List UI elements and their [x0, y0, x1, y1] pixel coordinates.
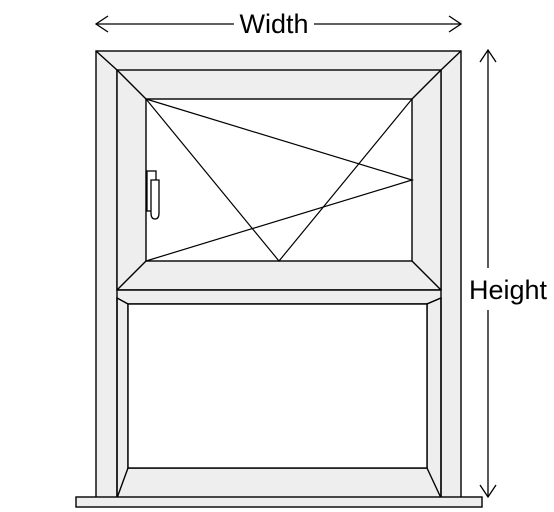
- bottom-sash: [116, 296, 442, 499]
- handle-lever: [150, 179, 160, 220]
- width-arrowhead-right: [448, 15, 463, 33]
- turn-indicator: [145, 98, 415, 262]
- bottom-corner-br: [426, 467, 442, 499]
- top-sash-corner-tr: [411, 69, 442, 100]
- frame-corner-top-right: [440, 50, 462, 71]
- height-label: Height: [469, 275, 548, 305]
- window-sill: [75, 496, 483, 508]
- tilt-indicator: [145, 98, 413, 262]
- handle-icon: [146, 170, 160, 220]
- opening-indicators: [145, 98, 415, 262]
- width-dimension: [94, 15, 463, 33]
- height-arrowhead-top: [479, 48, 497, 63]
- top-sash-glass: [145, 98, 413, 262]
- top-sash: [116, 69, 442, 291]
- width-label: Width: [239, 9, 308, 39]
- top-sash-corner-tl: [116, 69, 147, 100]
- top-sash-corner-bl: [116, 260, 147, 291]
- top-sash-corner-br: [411, 260, 442, 291]
- bottom-glass: [127, 303, 428, 469]
- height-arrowhead-bottom: [479, 484, 497, 499]
- width-arrowhead-left: [94, 15, 109, 33]
- height-dimension: [479, 48, 497, 499]
- frame-corner-top-left: [95, 50, 118, 71]
- transom-rail: [116, 289, 442, 305]
- bottom-corner-bl: [116, 467, 129, 499]
